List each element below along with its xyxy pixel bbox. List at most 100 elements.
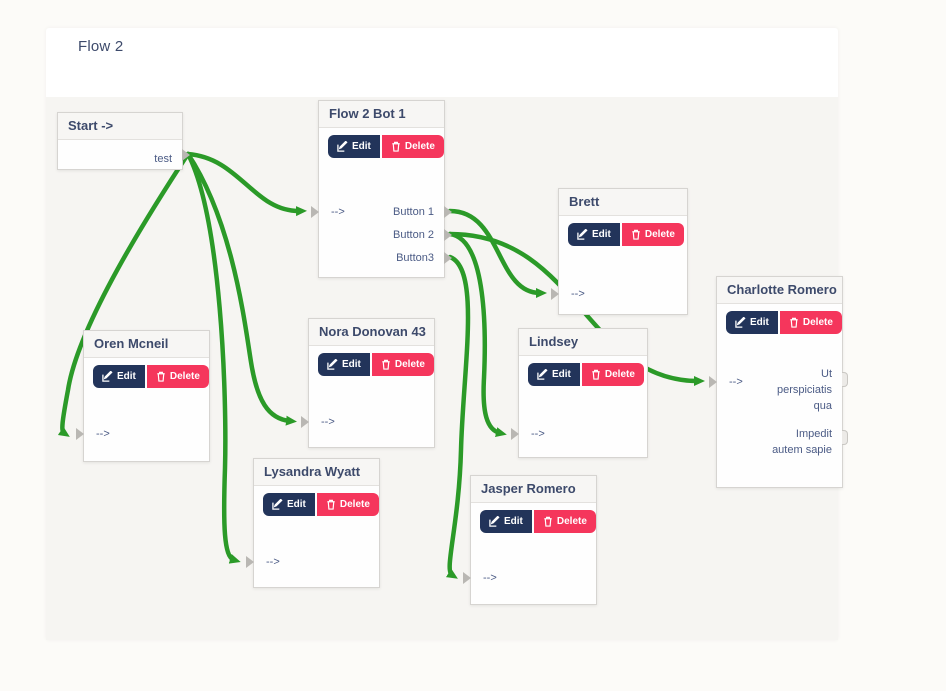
node-charlotte-romero[interactable]: Charlotte Romero Edit Delete --> Ut pers… <box>709 276 848 488</box>
pencil-square-icon <box>337 141 348 152</box>
delete-button[interactable]: Delete <box>533 510 596 533</box>
edit-button[interactable]: Edit <box>93 365 145 388</box>
connection-bot-button2-to-lindsey-input[interactable] <box>447 231 507 437</box>
input-label: --> <box>483 572 497 584</box>
node-title: Brett <box>559 189 687 216</box>
pencil-square-icon <box>272 499 283 510</box>
delete-button-label: Delete <box>556 516 587 527</box>
input-label: --> <box>96 428 110 440</box>
input-label: --> <box>531 428 545 440</box>
node-lindsey[interactable]: Lindsey Edit Delete --> <box>511 328 648 458</box>
delete-button[interactable]: Delete <box>146 365 209 388</box>
node-brett[interactable]: Brett Edit Delete --> <box>551 188 688 315</box>
edit-button-label: Edit <box>287 499 306 510</box>
output-port-button3[interactable] <box>444 252 452 264</box>
delete-button[interactable]: Delete <box>779 311 842 334</box>
edit-button[interactable]: Edit <box>318 353 370 376</box>
output-port-button1[interactable] <box>444 206 452 218</box>
edit-button-label: Edit <box>552 369 571 380</box>
node-title: Jasper Romero <box>471 476 596 503</box>
node-nora-donovan[interactable]: Nora Donovan 43 Edit Delete --> <box>301 318 435 448</box>
output-port-button2[interactable] <box>444 229 452 241</box>
input-port[interactable] <box>311 206 319 218</box>
delete-button-label: Delete <box>802 317 833 328</box>
edit-button-label: Edit <box>750 317 769 328</box>
node-title: Charlotte Romero <box>717 277 842 304</box>
page-title: Flow 2 <box>78 38 124 55</box>
connection-bot-button1-to-brett-input[interactable] <box>447 208 547 298</box>
delete-button[interactable]: Delete <box>581 363 644 386</box>
output-port[interactable] <box>182 149 190 161</box>
node-title: Lysandra Wyatt <box>254 459 379 486</box>
output-label-button2: Button 2 <box>393 229 434 241</box>
delete-button-label: Delete <box>169 371 200 382</box>
edit-button[interactable]: Edit <box>263 493 315 516</box>
trash-icon <box>544 516 552 527</box>
trash-icon <box>327 499 335 510</box>
edit-button[interactable]: Edit <box>480 510 532 533</box>
delete-button[interactable]: Delete <box>381 135 444 158</box>
edit-button[interactable]: Edit <box>568 223 620 246</box>
delete-button[interactable]: Delete <box>316 493 379 516</box>
trash-icon <box>632 229 640 240</box>
node-jasper-romero[interactable]: Jasper Romero Edit Delete --> <box>463 475 597 605</box>
delete-button[interactable]: Delete <box>371 353 434 376</box>
connection-start-test-to-bot-input[interactable] <box>185 151 307 217</box>
node-title: Nora Donovan 43 <box>309 319 434 346</box>
input-label: --> <box>729 376 743 388</box>
edit-button-label: Edit <box>342 359 361 370</box>
edit-button[interactable]: Edit <box>726 311 778 334</box>
edit-button-label: Edit <box>117 371 136 382</box>
input-label: --> <box>571 288 585 300</box>
node-title: Flow 2 Bot 1 <box>319 101 444 128</box>
input-label: --> <box>331 206 345 218</box>
input-port[interactable] <box>301 416 309 428</box>
pencil-square-icon <box>489 516 500 527</box>
edit-button[interactable]: Edit <box>328 135 380 158</box>
edit-button[interactable]: Edit <box>528 363 580 386</box>
connection-start-test-to-lysandra-input[interactable] <box>185 151 241 564</box>
output-port-2[interactable] <box>842 430 848 445</box>
delete-button-label: Delete <box>644 229 675 240</box>
input-label: --> <box>266 556 280 568</box>
output-label-button3: Button3 <box>396 252 434 264</box>
output-text-2: Impedit autem sapie <box>772 428 832 456</box>
edit-button-label: Edit <box>592 229 611 240</box>
output-port-1[interactable] <box>842 372 848 387</box>
input-label: --> <box>321 416 335 428</box>
input-port[interactable] <box>76 428 84 440</box>
connection-start-test-to-nora-input[interactable] <box>185 151 297 426</box>
trash-icon <box>157 371 165 382</box>
delete-button-label: Delete <box>339 499 370 510</box>
pencil-square-icon <box>537 369 548 380</box>
input-port[interactable] <box>463 572 471 584</box>
trash-icon <box>392 141 400 152</box>
node-lysandra-wyatt[interactable]: Lysandra Wyatt Edit Delete --> <box>246 458 380 588</box>
connection-bot-button3-to-jasper-input[interactable] <box>445 254 471 579</box>
node-start[interactable]: Start -> test <box>57 112 190 170</box>
trash-icon <box>790 317 798 328</box>
connection-start-test-to-oren-input[interactable] <box>57 151 191 437</box>
edit-button-label: Edit <box>352 141 371 152</box>
node-title: Start -> <box>58 113 182 140</box>
input-port[interactable] <box>709 376 717 388</box>
delete-button-label: Delete <box>394 359 425 370</box>
output-text-1: Ut perspiciatis qua <box>776 368 832 412</box>
input-port[interactable] <box>511 428 519 440</box>
output-label-test: test <box>154 153 172 165</box>
node-oren-mcneil[interactable]: Oren Mcneil Edit Delete --> <box>76 330 210 462</box>
delete-button[interactable]: Delete <box>621 223 684 246</box>
pencil-square-icon <box>327 359 338 370</box>
input-port[interactable] <box>551 288 559 300</box>
output-label-button1: Button 1 <box>393 206 434 218</box>
input-port[interactable] <box>246 556 254 568</box>
node-flow2bot1[interactable]: Flow 2 Bot 1 Edit Delete --> Button 1 Bu… <box>311 100 452 278</box>
node-title: Oren Mcneil <box>84 331 209 358</box>
edit-button-label: Edit <box>504 516 523 527</box>
trash-icon <box>592 369 600 380</box>
pencil-square-icon <box>577 229 588 240</box>
delete-button-label: Delete <box>404 141 435 152</box>
pencil-square-icon <box>102 371 113 382</box>
node-title: Lindsey <box>519 329 647 356</box>
